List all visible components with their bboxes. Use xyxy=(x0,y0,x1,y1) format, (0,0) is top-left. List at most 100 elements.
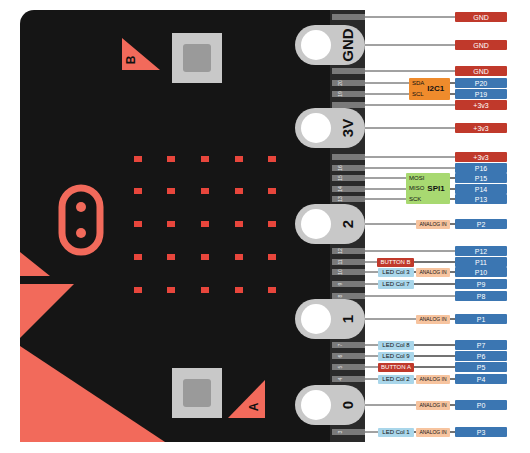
analog-tag: ANALOG IN xyxy=(416,220,450,229)
pad-hole xyxy=(301,390,331,420)
gpio-pin-label: P1 xyxy=(455,314,507,324)
bus-name: I2C1 xyxy=(427,85,444,93)
led xyxy=(167,156,175,162)
logo-dot xyxy=(76,202,86,212)
pin-text: GND xyxy=(473,14,489,21)
pin-text: ANALOG IN xyxy=(419,377,446,382)
pin-text: LED Col 3 xyxy=(382,269,409,275)
led xyxy=(235,254,243,260)
gpio-pin-label: P11 xyxy=(455,257,507,267)
gpio-pin-label: P6 xyxy=(455,351,507,361)
pin-text: LED Col 1 xyxy=(382,429,409,435)
pin-lead xyxy=(365,105,455,106)
pin-connector xyxy=(414,345,455,346)
pin-text: ANALOG IN xyxy=(419,270,446,275)
edge-pin xyxy=(332,102,365,108)
pin-text: +3v3 xyxy=(473,125,488,132)
gpio-pin-label: P13 xyxy=(455,194,507,204)
edge-pin xyxy=(332,165,365,171)
gpio-pin-label: P7 xyxy=(455,340,507,350)
pad-plate xyxy=(295,299,365,339)
pin-text: P2 xyxy=(477,221,486,228)
led xyxy=(134,188,142,194)
signal-list: SDASCL xyxy=(412,78,424,100)
pin-text: P1 xyxy=(477,316,486,323)
ring-pad xyxy=(295,299,365,339)
pin-number: 20 xyxy=(338,80,343,86)
pin-text: LED Col 8 xyxy=(382,342,409,348)
led xyxy=(167,254,175,260)
edge-pin xyxy=(332,175,365,181)
pin-text: ANALOG IN xyxy=(419,222,446,227)
pin-number: 14 xyxy=(338,186,343,192)
pin-connector xyxy=(414,262,455,263)
pin-number: 11 xyxy=(338,259,343,264)
pin-text: P20 xyxy=(475,80,487,87)
pin-text: P13 xyxy=(475,196,487,203)
gpio-pin-label: P20 xyxy=(455,78,507,88)
pad-hole xyxy=(301,113,331,143)
pin-text: P6 xyxy=(477,353,486,360)
signal-name: SCK xyxy=(409,194,424,205)
led xyxy=(201,254,209,260)
analog-tag: ANALOG IN xyxy=(416,315,450,324)
button-tag: BUTTON B xyxy=(377,258,414,267)
analog-tag: ANALOG IN xyxy=(416,401,450,410)
edge-pin xyxy=(332,281,365,287)
signal-list: MOSIMISOSCK xyxy=(409,173,424,205)
pin-number: 12 xyxy=(338,248,343,254)
logo-dot xyxy=(76,228,86,238)
led xyxy=(134,156,142,162)
pin-text: ANALOG IN xyxy=(419,403,446,408)
led xyxy=(235,221,243,227)
led xyxy=(134,287,142,293)
gpio-pin-label: P3 xyxy=(455,427,507,437)
pin-text: GND xyxy=(473,68,489,75)
pin-number: 4 xyxy=(338,378,343,381)
pad-plate xyxy=(295,385,365,425)
power-pin-label: GND xyxy=(455,12,507,22)
pin-text: P16 xyxy=(475,165,487,172)
pin-connector xyxy=(414,356,455,357)
power-pin-label: +3v3 xyxy=(455,152,507,162)
pin-lead xyxy=(365,157,455,158)
board-label: 1 xyxy=(340,315,355,323)
corner-mark xyxy=(20,346,165,442)
gpio-pin-label: P2 xyxy=(455,219,507,229)
board-label: B xyxy=(125,56,137,65)
pin-lead xyxy=(365,251,455,252)
pin-number: 19 xyxy=(338,91,343,97)
pin-text: BUTTON A xyxy=(381,364,411,370)
gpio-pin-label: P19 xyxy=(455,89,507,99)
button-cap xyxy=(183,44,211,72)
gpio-pin-label: P5 xyxy=(455,362,507,372)
gpio-pin-label: P0 xyxy=(455,400,507,410)
corner-mark xyxy=(20,252,50,276)
led xyxy=(167,188,175,194)
pin-number: 10 xyxy=(338,269,343,275)
edge-pin xyxy=(332,259,365,265)
pin-text: LED Col 9 xyxy=(382,353,409,359)
pin-number: 16 xyxy=(338,165,343,171)
board-label: 0 xyxy=(340,401,355,409)
gpio-pin-label: P14 xyxy=(455,184,507,194)
ring-pad xyxy=(295,25,365,65)
gpio-pin-label: P8 xyxy=(455,291,507,301)
led xyxy=(235,156,243,162)
pin-number: 13 xyxy=(338,196,343,202)
edge-pin xyxy=(332,353,365,359)
pin-number: 7 xyxy=(338,344,343,347)
led-column-tag: LED Col 8 xyxy=(378,341,414,350)
led xyxy=(201,156,209,162)
pin-text: BUTTON B xyxy=(380,259,410,265)
edge-pin xyxy=(332,429,365,435)
led xyxy=(201,287,209,293)
pin-number: 9 xyxy=(338,283,343,286)
pin-text: P14 xyxy=(475,186,487,193)
spi-group-box: MOSIMISOSCKSPI1 xyxy=(406,173,450,205)
button-tag: BUTTON A xyxy=(378,363,414,372)
analog-tag: ANALOG IN xyxy=(416,375,450,384)
pin-text: ANALOG IN xyxy=(419,430,446,435)
edge-pin xyxy=(332,364,365,370)
